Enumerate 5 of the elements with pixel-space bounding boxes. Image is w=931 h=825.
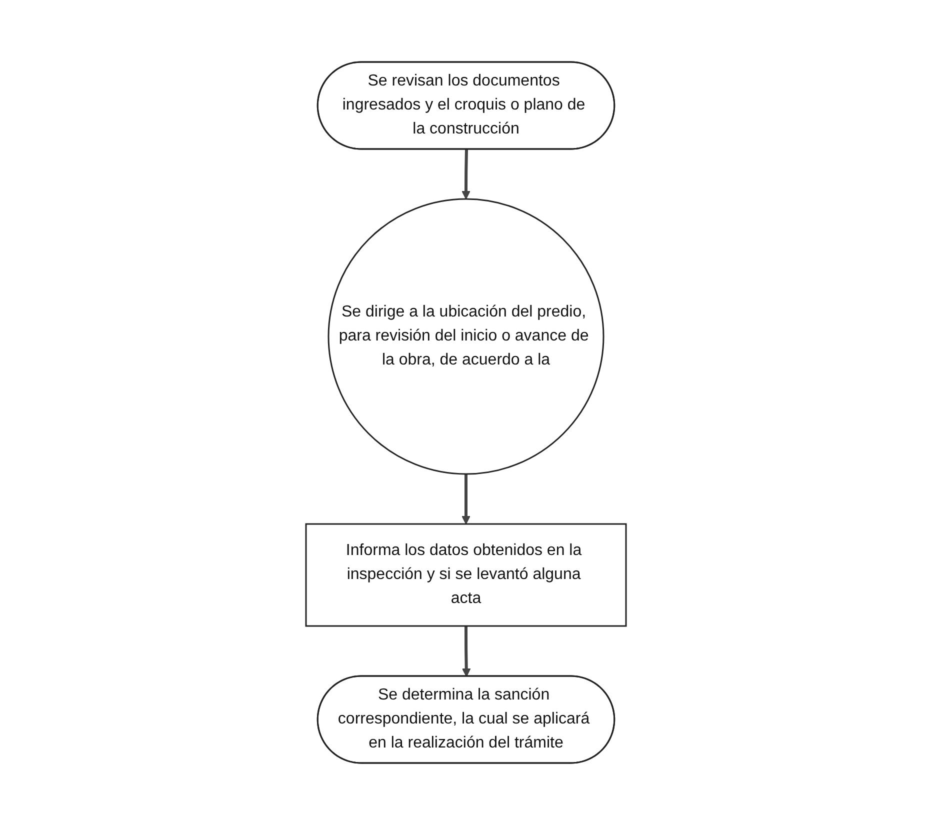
arrow	[461, 474, 470, 524]
node-box: Informa los datos obtenidos en la inspección y si se levantó alguna acta	[304, 523, 626, 627]
arrow	[461, 149, 470, 200]
arrow	[461, 626, 470, 677]
node-circle: Se dirige a la ubicación del predio, para revisión del inicio o avance de la obra, de acuerdo a la	[327, 198, 604, 475]
